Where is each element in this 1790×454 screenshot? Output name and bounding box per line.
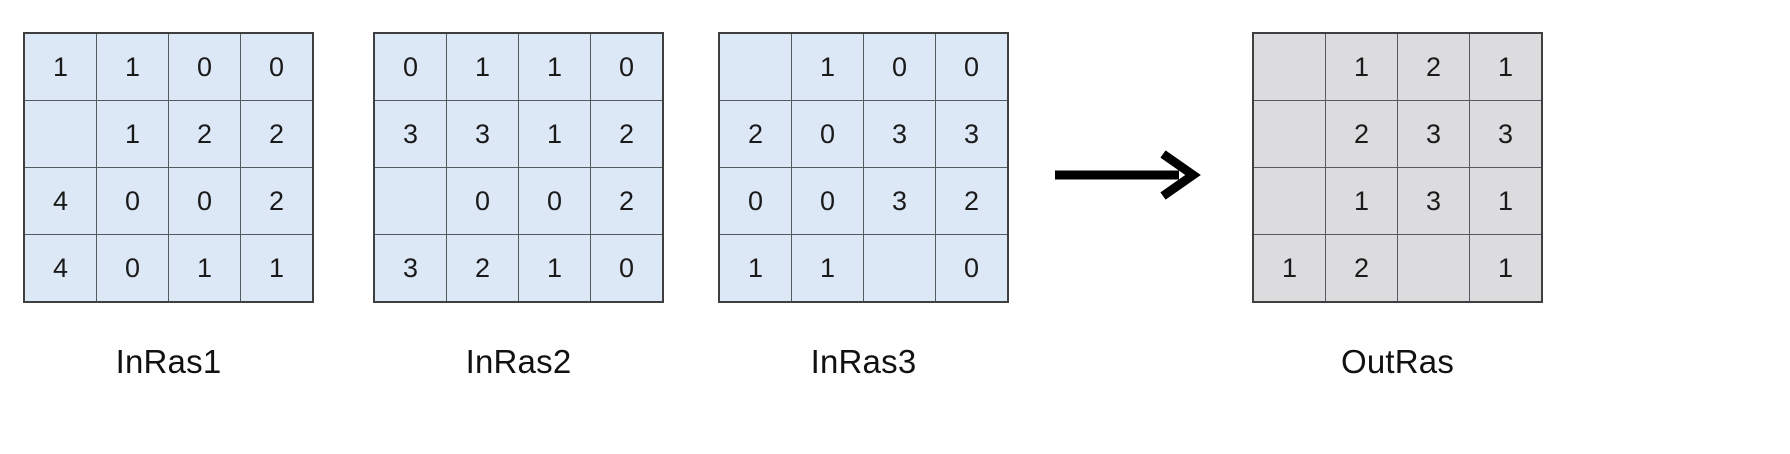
raster-cell: 2 [1325, 100, 1398, 168]
raster-cell: 0 [446, 167, 519, 235]
raster-cell: 1 [518, 234, 591, 303]
raster-cell: 1 [23, 32, 97, 101]
raster-cell: 2 [446, 234, 519, 303]
raster-cell: 1 [518, 100, 591, 168]
raster-cell: 0 [863, 32, 936, 101]
raster-cell-nodata [718, 32, 792, 101]
raster-cell-nodata [1252, 167, 1326, 235]
raster-cell: 2 [718, 100, 792, 168]
raster-cell: 0 [240, 32, 314, 101]
raster-cell: 3 [373, 100, 447, 168]
raster-cell: 3 [1469, 100, 1543, 168]
raster-cell: 1 [446, 32, 519, 101]
raster-cell: 0 [373, 32, 447, 101]
raster-cell: 1 [1325, 167, 1398, 235]
raster-cell: 0 [791, 167, 864, 235]
raster-cell: 0 [590, 234, 664, 303]
raster-cell: 1 [791, 32, 864, 101]
raster-cell: 0 [96, 234, 169, 303]
raster-cell: 0 [791, 100, 864, 168]
raster-cell: 2 [1325, 234, 1398, 303]
raster-cell: 1 [1469, 167, 1543, 235]
raster-cell-nodata [1252, 100, 1326, 168]
raster-cell: 3 [373, 234, 447, 303]
raster-cell: 1 [1469, 234, 1543, 303]
raster-cell: 4 [23, 167, 97, 235]
raster-cell-nodata [1397, 234, 1470, 303]
raster-cell-nodata [863, 234, 936, 303]
raster-label-outras: OutRas [1340, 343, 1455, 380]
raster-cell: 0 [590, 32, 664, 101]
raster-cell: 2 [590, 167, 664, 235]
raster-cell: 1 [1252, 234, 1326, 303]
right-arrow-icon [1053, 150, 1203, 200]
raster-cell: 2 [590, 100, 664, 168]
raster-cell: 1 [718, 234, 792, 303]
raster-cell: 2 [168, 100, 241, 168]
raster-cell: 1 [791, 234, 864, 303]
raster-cell: 1 [240, 234, 314, 303]
raster-cell: 1 [96, 100, 169, 168]
raster-label-inras3: InRas3 [810, 343, 917, 380]
raster-cell: 3 [935, 100, 1009, 168]
raster-cell: 0 [96, 167, 169, 235]
raster-label-inras2: InRas2 [465, 343, 572, 380]
raster-cell: 4 [23, 234, 97, 303]
raster-cell: 1 [1469, 32, 1543, 101]
raster-cell: 3 [863, 100, 936, 168]
raster-cell: 2 [240, 167, 314, 235]
raster-cell: 2 [1397, 32, 1470, 101]
raster-cell: 3 [1397, 100, 1470, 168]
raster-cell: 3 [1397, 167, 1470, 235]
raster-label-inras1: InRas1 [115, 343, 222, 380]
raster-cell: 3 [446, 100, 519, 168]
raster-cell-nodata [1252, 32, 1326, 101]
raster-cell: 1 [1325, 32, 1398, 101]
raster-cell: 1 [518, 32, 591, 101]
raster-cell: 1 [96, 32, 169, 101]
raster-cell: 1 [168, 234, 241, 303]
raster-cell: 2 [240, 100, 314, 168]
raster-cell-nodata [373, 167, 447, 235]
raster-cell: 0 [168, 32, 241, 101]
raster-cell: 2 [935, 167, 1009, 235]
raster-cell: 3 [863, 167, 936, 235]
raster-cell: 0 [718, 167, 792, 235]
raster-cell: 0 [935, 234, 1009, 303]
raster-cell-nodata [23, 100, 97, 168]
raster-cell: 0 [168, 167, 241, 235]
raster-cell: 0 [935, 32, 1009, 101]
raster-cell: 0 [518, 167, 591, 235]
